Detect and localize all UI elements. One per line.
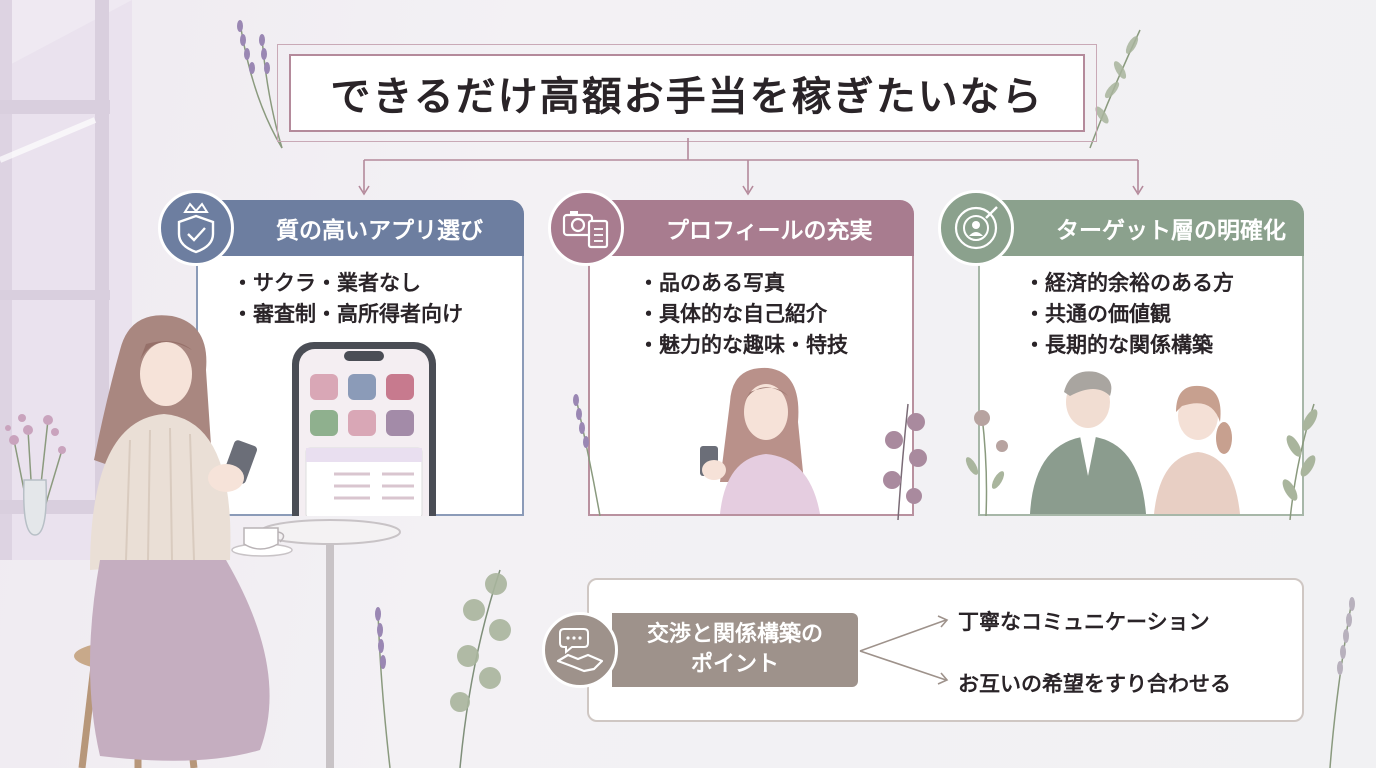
card-target-bullets: ・経済的余裕のある方 ・共通の価値観 ・長期的な関係構築 (1024, 268, 1234, 361)
card-app-selection-heading: 質の高いアプリ選び (190, 200, 524, 256)
camera-notebook-icon (548, 190, 624, 266)
title-box: できるだけ高額お手当を稼ぎたいなら (289, 54, 1085, 132)
title-outer-frame (277, 44, 1097, 142)
card-app-selection-title: 質の高いアプリ選び (276, 218, 483, 244)
eucalyptus-card-decoration (868, 400, 938, 520)
negotiation-heading-line2: ポイント (690, 652, 779, 677)
card-profile-heading: プロフィールの充実 (580, 200, 914, 256)
woman-with-phone-illustration (680, 362, 830, 514)
negotiation-item: 丁寧なコミュニケーション (958, 610, 1210, 634)
card-target-title: ターゲット層の明確化 (1056, 218, 1286, 244)
list-item: ・共通の価値観 (1024, 302, 1171, 326)
handshake-chat-icon (542, 612, 618, 688)
crown-shield-icon (158, 190, 234, 266)
title-connectors (350, 138, 1150, 198)
woman-sitting-illustration (60, 310, 410, 768)
list-item: ・経済的余裕のある方 (1024, 271, 1234, 295)
vase-flowers-illustration (0, 390, 80, 540)
page-title: できるだけ高額お手当を稼ぎたいなら (330, 73, 1044, 120)
card-profile-title: プロフィールの充実 (666, 218, 873, 244)
list-item: ・具体的な自己紹介 (638, 302, 827, 326)
card-profile-bullets: ・品のある写真 ・具体的な自己紹介 ・魅力的な趣味・特技 (638, 268, 848, 361)
list-item: ・サクラ・業者なし (232, 271, 421, 295)
lavender-bottom-right-decoration (1290, 590, 1376, 768)
card-target-heading: ターゲット層の明確化 (970, 200, 1304, 256)
smartphone-illustration (290, 340, 440, 516)
target-person-icon (938, 190, 1014, 266)
negotiation-heading-line1: 交渉と関係構築の (646, 622, 823, 647)
plants-bottom-decoration (350, 560, 550, 768)
list-item: ・長期的な関係構築 (1024, 333, 1213, 357)
negotiation-item: お互いの希望をすり合わせる (958, 672, 1231, 696)
list-item: ・魅力的な趣味・特技 (638, 333, 848, 357)
leaf-right-decoration (1082, 20, 1152, 150)
card-app-selection-bullets: ・サクラ・業者なし ・審査制・高所得者向け (232, 268, 463, 330)
card-target (978, 218, 1304, 516)
list-item: ・審査制・高所得者向け (232, 302, 463, 326)
negotiation-arrows (858, 606, 958, 696)
leaf-card-decoration (1270, 400, 1330, 520)
lavender-left-decoration (222, 18, 292, 150)
negotiation-heading: 交渉と関係構築の ポイント (612, 613, 858, 687)
lavender-card-decoration (560, 390, 620, 516)
list-item: ・品のある写真 (638, 271, 785, 295)
couple-illustration (1030, 366, 1240, 514)
flower-card-decoration (958, 406, 1018, 516)
